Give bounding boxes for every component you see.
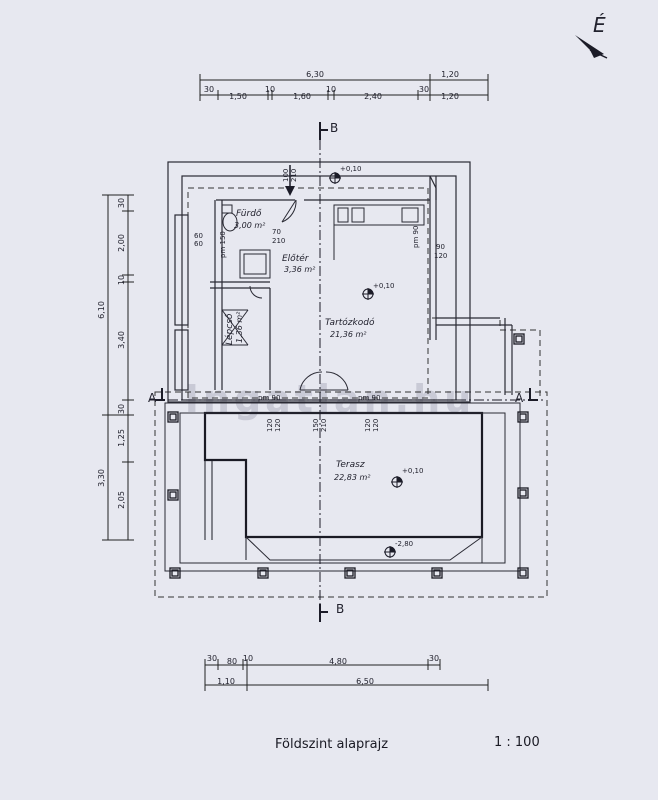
dim-top-chain-1: 1,50 <box>229 92 247 101</box>
opening-bath-window-height: 60 <box>194 240 203 248</box>
drawing-scale: 1 : 100 <box>494 735 540 750</box>
entrance-door <box>281 199 297 223</box>
opening-bath-door-height: 210 <box>272 237 285 245</box>
dim-left-chain-2: 10 <box>117 275 126 285</box>
stairs <box>221 309 249 346</box>
room-name-lepcso: Lépcső <box>224 313 235 345</box>
dim-top-chain-6: 30 <box>419 85 429 94</box>
drawing-title: Földszint alaprajz <box>275 737 388 752</box>
section-a-left-label: A <box>148 391 157 405</box>
level-label-ground: -2,80 <box>395 540 413 548</box>
dim-top-chain-4: 10 <box>326 85 336 94</box>
room-area-terasz: 22,83 m² <box>334 473 371 482</box>
terrace-rail <box>164 402 521 572</box>
watermark: Ingatlan.hu <box>185 377 475 421</box>
opening-kitchen-window-height: 120 <box>434 252 447 260</box>
dim-left-chain-0: 30 <box>117 198 126 208</box>
section-b-top-label: B <box>330 121 338 135</box>
opening-bath-door-width: 70 <box>272 228 281 236</box>
opening-terrace-left-h0: 120 <box>266 419 274 432</box>
level-marker-icon <box>362 288 374 300</box>
opening-door-top-height: 210 <box>290 169 298 182</box>
section-marker-b-top <box>319 122 328 140</box>
room-name-tartozkodo: Tartózkodó <box>325 317 375 328</box>
level-label-living: +0,10 <box>373 282 394 290</box>
opening-terrace-left-h1: 120 <box>274 419 282 432</box>
terrace-doors <box>299 371 349 391</box>
opening-terrace-right-h1: 120 <box>372 419 380 432</box>
room-name-terasz: Terasz <box>336 460 365 470</box>
section-b-bottom-label: B <box>336 602 344 616</box>
room-area-lepcso: 1,36 m² <box>235 311 244 343</box>
dim-bottom-chain-3: 4,80 <box>329 657 347 666</box>
kitchen-counter <box>333 204 425 260</box>
room-area-furdo: 3,00 m² <box>234 221 266 230</box>
dim-left-chain-4: 30 <box>117 404 126 414</box>
left-dimension-lines <box>102 194 134 541</box>
opening-bath-pm: pm 150 <box>219 231 227 258</box>
section-a-right-label: A <box>515 391 524 405</box>
dim-left-total-lower: 3,30 <box>97 469 106 487</box>
room-name-furdo: Fürdő <box>236 209 262 219</box>
dim-bottom-chain-0: 30 <box>207 654 217 663</box>
opening-terrace-pm-right: pm 90 <box>358 394 380 402</box>
opening-bath-window-width: 60 <box>194 232 203 240</box>
dim-bottom-total-0: 1,10 <box>217 677 235 686</box>
level-marker-icon <box>391 476 403 488</box>
level-label-terrace: +0,10 <box>402 467 423 475</box>
dim-top-chain-0: 30 <box>204 85 214 94</box>
dim-bottom-chain-2: 10 <box>243 654 253 663</box>
room-name-eloter: Előtér <box>282 253 310 264</box>
entrance-arrow-icon <box>285 165 295 196</box>
north-arrow-icon <box>575 35 608 59</box>
dim-top-chain-5: 2,40 <box>364 92 382 101</box>
opening-terrace-pm-left: pm 90 <box>258 394 280 402</box>
dim-bottom-total-1: 6,50 <box>356 677 374 686</box>
room-area-eloter: 3,36 m² <box>284 265 316 274</box>
section-marker-a-left <box>155 388 165 401</box>
section-marker-a-right <box>528 388 538 401</box>
dim-bottom-chain-1: 80 <box>227 657 237 666</box>
level-label-top: +0,10 <box>340 165 361 173</box>
dim-top-chain-2: 10 <box>265 85 275 94</box>
dim-left-lower-1: 2,05 <box>117 491 126 509</box>
opening-terrace-door-height: 210 <box>320 419 328 432</box>
opening-terrace-door-width: 150 <box>312 419 320 432</box>
dim-top-chain-3: 1,60 <box>293 92 311 101</box>
dim-top-total-right: 1,20 <box>441 70 459 79</box>
opening-terrace-right-h0: 120 <box>364 419 372 432</box>
bottom-dimension-lines <box>204 659 489 691</box>
level-marker-icon <box>329 172 341 184</box>
section-marker-b-bottom <box>319 604 328 622</box>
dim-left-lower-0: 1,25 <box>117 429 126 447</box>
opening-door-top-width: 100 <box>282 169 290 182</box>
opening-kitchen-pm: pm 90 <box>412 226 420 248</box>
dim-left-chain-1: 2,00 <box>117 234 126 252</box>
top-dimension-lines <box>199 74 489 101</box>
dim-top-total: 6,30 <box>306 70 324 79</box>
terrace-posts <box>167 333 529 579</box>
north-label: É <box>593 13 606 37</box>
room-area-tartozkodo: 21,36 m² <box>330 330 367 339</box>
dim-top-chain-7: 1,20 <box>441 92 459 101</box>
dim-left-chain-3: 3,40 <box>117 331 126 349</box>
dim-left-total-upper: 6,10 <box>97 301 106 319</box>
bathroom-fixtures <box>221 204 271 299</box>
house-walls <box>167 161 513 403</box>
opening-kitchen-window-width: 90 <box>436 243 445 251</box>
dim-bottom-chain-4: 30 <box>429 654 439 663</box>
level-marker-icon <box>384 546 396 558</box>
